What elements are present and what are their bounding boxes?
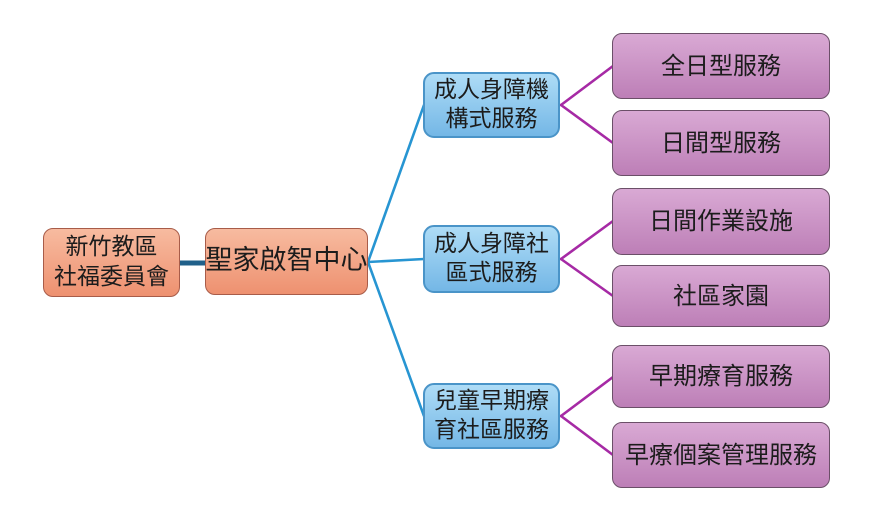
node-leaf-day-work-facility: 日間作業設施 [612,188,830,255]
node-leaf-early-intervention-service: 早期療育服務 [612,345,830,408]
leaf-1-label: 全日型服務 [661,51,781,80]
node-leaf-full-day-service: 全日型服務 [612,33,830,99]
node-branch-adult-community: 成人身障社 區式服務 [423,225,560,293]
node-root: 新竹教區 社福委員會 [43,228,180,297]
node-center-label: 聖家啟智中心 [205,245,368,277]
node-branch-child-early-intervention: 兒童早期療 育社區服務 [423,383,560,449]
node-leaf-early-intervention-case-mgmt: 早療個案管理服務 [612,422,830,488]
connector-branch3-leaf6 [559,414,615,457]
branch-2-line2: 區式服務 [445,260,538,286]
connector-center-branch-3 [366,260,426,418]
connector-branch1-leaf1 [559,64,615,107]
connector-center-branch-2 [366,257,426,264]
leaf-4-label: 社區家園 [673,281,769,310]
leaf-5-label: 早期療育服務 [649,362,793,391]
node-branch-adult-institutional: 成人身障機 構式服務 [423,72,560,138]
leaf-3-label: 日間作業設施 [649,207,793,236]
branch-2-line1: 成人身障社 [434,230,549,257]
branch-1-line2: 構式服務 [445,106,538,132]
connector-branch3-leaf5 [559,375,615,418]
node-leaf-day-service: 日間型服務 [612,110,830,176]
node-leaf-community-home: 社區家園 [612,265,830,327]
node-center: 聖家啟智中心 [205,228,368,295]
node-root-line2: 社福委員會 [54,263,169,290]
connector-center-branch-1 [366,103,426,264]
leaf-6-label: 早療個案管理服務 [625,440,817,469]
connector-branch1-leaf2 [559,103,615,145]
leaf-2-label: 日間型服務 [661,128,781,157]
node-root-line1: 新竹教區 [65,234,158,261]
branch-1-line1: 成人身障機 [434,76,549,103]
branch-3-line2: 育社區服務 [434,417,549,443]
branch-3-line1: 兒童早期療 [434,387,549,414]
connector-branch2-leaf4 [559,257,615,298]
connector-branch2-leaf3 [559,219,615,261]
